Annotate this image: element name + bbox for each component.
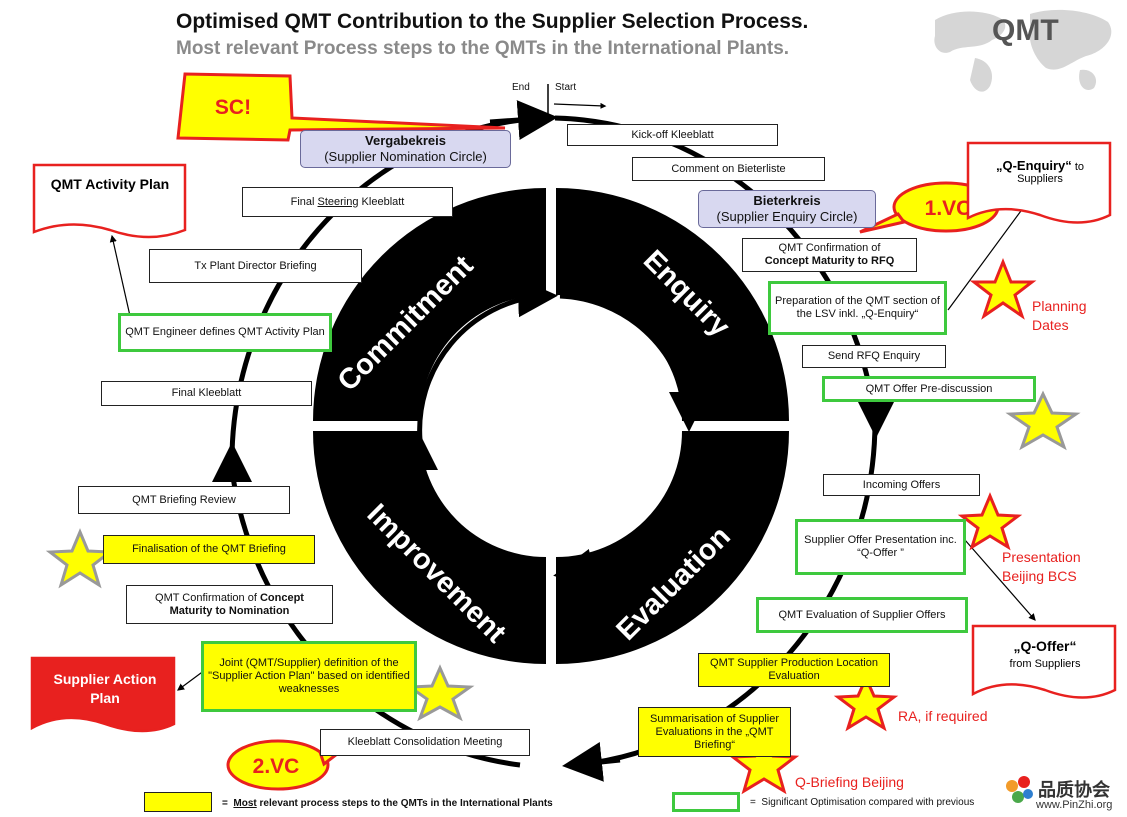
step-bieterkreis: Bieterkreis (Supplier Enquiry Circle) (698, 190, 876, 228)
step-supplier-offer-presentation: Supplier Offer Presentation inc. “Q-Offe… (795, 519, 966, 575)
step-joint-definition-action-plan: Joint (QMT/Supplier) definition of the "… (201, 641, 417, 712)
step-plant-director-briefing: Tx Plant Director Briefing (149, 249, 362, 283)
legend-swatch-green (672, 792, 740, 812)
legend-green-text: = Significant Optimisation compared with… (750, 797, 978, 808)
q-enquiry-to: to (1071, 161, 1085, 173)
doc-q-offer: „Q-Offer“ from Suppliers (980, 638, 1110, 670)
final-steering-text2: Steering (317, 195, 359, 208)
world-map-icon (934, 9, 1112, 92)
step-offer-prediscussion: QMT Offer Pre-discussion (822, 376, 1036, 402)
confirmation-rfq-line1: QMT Confirmation of (778, 242, 881, 254)
doc-supplier-action-plan: Supplier Action Plan (53, 671, 157, 706)
star-icon-planning (969, 257, 1037, 320)
svg-text:2.VC: 2.VC (253, 755, 300, 778)
step-qmt-confirmation-nomination: QMT Confirmation of Concept Maturity to … (126, 585, 333, 624)
qmt-logo: QMT (992, 14, 1059, 47)
presentation-line1: Presentation (1002, 549, 1081, 565)
arrow-to-activity-plan (109, 234, 131, 317)
step-final-steering-kleeblatt: Final Steering Kleeblatt (242, 187, 453, 217)
step-comment-bieterliste: Comment on Bieterliste (632, 157, 825, 181)
legend-swatch-yellow (144, 792, 212, 812)
step-kleeblatt-consolidation: Kleeblatt Consolidation Meeting (320, 729, 530, 756)
svg-text:1.VC: 1.VC (925, 197, 972, 220)
callout-sc: SC! (176, 72, 506, 142)
donut (313, 188, 789, 664)
outer-arrow-bottom (562, 741, 621, 782)
annotation-planning-dates: Planning Dates (1032, 297, 1087, 335)
end-label: End (512, 82, 530, 93)
step-incoming-offers: Incoming Offers (823, 474, 980, 496)
step-engineer-defines-plan: QMT Engineer defines QMT Activity Plan (118, 313, 332, 352)
step-send-rfq: Send RFQ Enquiry (802, 345, 946, 368)
legend-yellow-prefix: = (222, 798, 234, 809)
vergabekreis-subtitle: (Supplier Nomination Circle) (324, 149, 487, 164)
presentation-line2: Beijing BCS (1002, 568, 1077, 584)
step-summarisation-evaluations: Summarisation of Supplier Evaluations in… (638, 707, 791, 757)
step-finalisation-briefing: Finalisation of the QMT Briefing (103, 535, 315, 564)
star-icon-ra (833, 674, 899, 732)
watermark-brand: 品质协会 (1038, 780, 1110, 800)
arrow-to-action-plan (177, 669, 206, 691)
star-icon-presentation (957, 492, 1023, 551)
doc-q-offer-shape (971, 624, 1117, 699)
star-icon-finalisation (45, 528, 115, 589)
q-enquiry-sub: Suppliers (1017, 173, 1063, 185)
pinzhi-logo-icon (1006, 776, 1033, 803)
step-production-location-evaluation: QMT Supplier Production Location Evaluat… (698, 653, 890, 687)
step-briefing-review: QMT Briefing Review (78, 486, 290, 514)
step-qmt-confirmation-rfq: QMT Confirmation of Concept Maturity to … (742, 238, 917, 272)
vergabekreis-title: Vergabekreis (365, 133, 446, 148)
confirmation-nom-line1: QMT Confirmation of Concept (155, 592, 304, 605)
doc-action-plan-shape (30, 656, 176, 733)
star-icon-prediscussion (1005, 390, 1081, 451)
annotation-q-briefing: Q-Briefing Beijing (795, 774, 904, 790)
bieterkreis-title: Bieterkreis (753, 193, 821, 208)
step-vergabekreis: Vergabekreis (Supplier Nomination Circle… (300, 130, 511, 168)
step-final-kleeblatt: Final Kleeblatt (101, 381, 312, 406)
doc-activity-plan: QMT Activity Plan (50, 176, 170, 192)
svg-text:SC!: SC! (215, 96, 251, 119)
arrow-to-q-offer (964, 539, 1036, 621)
watermark-url: www.PinZhi.org (1036, 799, 1113, 811)
page-subtitle: Most relevant Process steps to the QMTs … (176, 38, 790, 59)
q-enquiry-title: „Q-Enquiry“ (995, 158, 1072, 173)
annotation-presentation: Presentation Beijing BCS (1002, 548, 1081, 586)
inner-arrow-bottom (553, 548, 597, 589)
star-icon-joint (405, 664, 475, 722)
final-steering-text3: Kleeblatt (358, 195, 405, 208)
step-kickoff-kleeblatt: Kick-off Kleeblatt (567, 124, 778, 146)
step-preparation-qmt-section: Preparation of the QMT section of the LS… (768, 281, 947, 335)
annotation-ra: RA, if required (898, 708, 988, 724)
confirmation-rfq-line2: Concept Maturity to RFQ (764, 255, 895, 267)
page-title: Optimised QMT Contribution to the Suppli… (176, 10, 809, 33)
outer-arrow-top (489, 100, 558, 141)
q-offer-sub: from Suppliers (1009, 658, 1081, 670)
legend-yellow-word: Most (233, 798, 257, 809)
planning-line2: Dates (1032, 317, 1069, 333)
inner-arrow-top (517, 277, 558, 318)
legend-yellow-text: = Most relevant process steps to the QMT… (222, 798, 553, 809)
start-label: Start (555, 82, 577, 93)
confirmation-nom-line2: Maturity to Nomination (169, 604, 290, 617)
start-arrow (553, 102, 607, 109)
final-steering-text1: Final (290, 195, 318, 208)
doc-q-enquiry-shape (966, 141, 1112, 224)
q-offer-title: „Q-Offer“ (1013, 638, 1077, 654)
confirmation-nom-bold: Concept (259, 591, 304, 604)
step-qmt-evaluation-offers: QMT Evaluation of Supplier Offers (756, 597, 968, 633)
confirmation-nom-text: QMT Confirmation of (155, 591, 260, 604)
planning-line1: Planning (1032, 298, 1087, 314)
doc-q-enquiry: „Q-Enquiry“ to Suppliers (975, 158, 1105, 185)
bieterkreis-subtitle: (Supplier Enquiry Circle) (716, 209, 858, 224)
inner-cycle (415, 293, 691, 575)
legend-yellow-rest: relevant process steps to the QMTs in th… (256, 798, 553, 809)
doc-activity-plan-shape (32, 163, 187, 239)
